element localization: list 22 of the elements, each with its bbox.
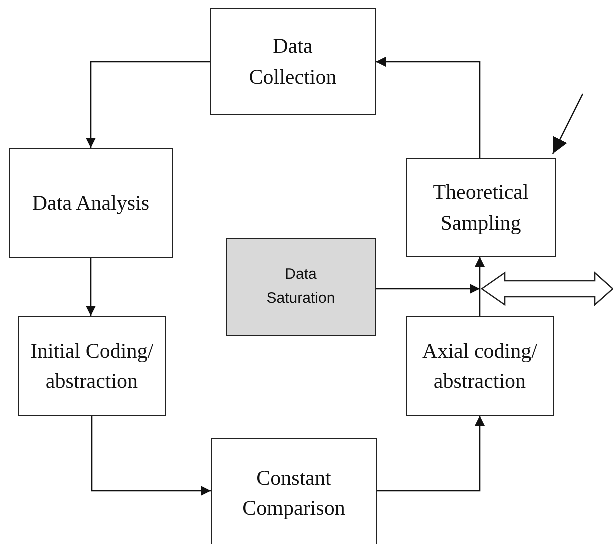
arrow bbox=[86, 61, 210, 148]
arrow bbox=[552, 94, 584, 154]
arrow bbox=[86, 258, 96, 316]
process-box bbox=[406, 316, 554, 416]
arrow bbox=[475, 257, 485, 316]
process-box bbox=[18, 316, 166, 416]
arrow bbox=[91, 416, 211, 496]
process-box bbox=[9, 148, 173, 258]
box-label: Data Collection bbox=[248, 33, 338, 90]
arrow bbox=[376, 57, 481, 158]
process-box bbox=[211, 438, 377, 544]
arrow bbox=[377, 416, 485, 492]
box-label: Constant Comparison bbox=[242, 464, 346, 522]
box-label: Theoretical Sampling bbox=[432, 179, 530, 236]
box-label: Initial Coding/ abstraction bbox=[29, 338, 155, 395]
box-label: Data Analysis bbox=[32, 190, 150, 217]
box-label: Axial coding/ abstraction bbox=[422, 338, 538, 395]
process-box bbox=[406, 158, 556, 257]
shaded-box bbox=[226, 238, 376, 336]
process-box bbox=[210, 8, 376, 115]
arrow bbox=[376, 284, 480, 294]
box-label: Data Saturation bbox=[266, 265, 336, 309]
